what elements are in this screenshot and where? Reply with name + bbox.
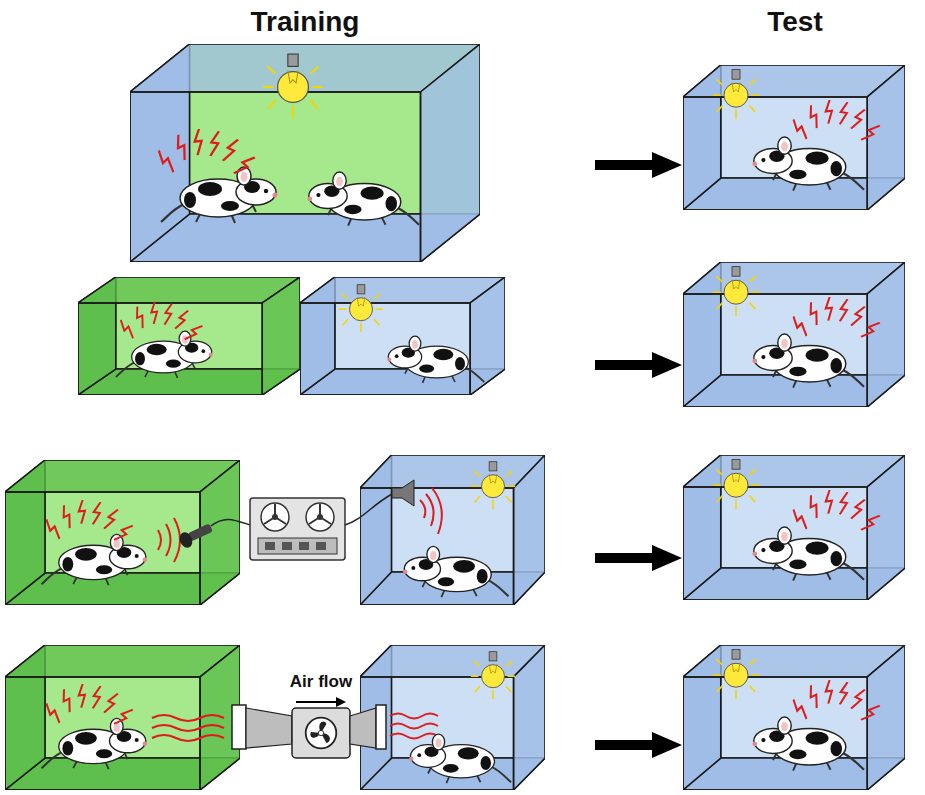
microphone bbox=[177, 523, 213, 549]
training-row-4 bbox=[5, 645, 545, 790]
arrow-label: Air flow bbox=[290, 672, 352, 692]
training-row-2 bbox=[78, 277, 505, 395]
training-row-1 bbox=[130, 44, 480, 262]
speaker bbox=[392, 480, 414, 506]
column-heading: Training bbox=[251, 6, 360, 38]
column-heading: Test bbox=[767, 6, 823, 38]
test-cages bbox=[683, 65, 905, 790]
air-duct bbox=[232, 705, 386, 758]
training-row-3 bbox=[5, 455, 545, 605]
tape-recorder bbox=[250, 498, 345, 560]
progress-arrows bbox=[595, 152, 682, 758]
